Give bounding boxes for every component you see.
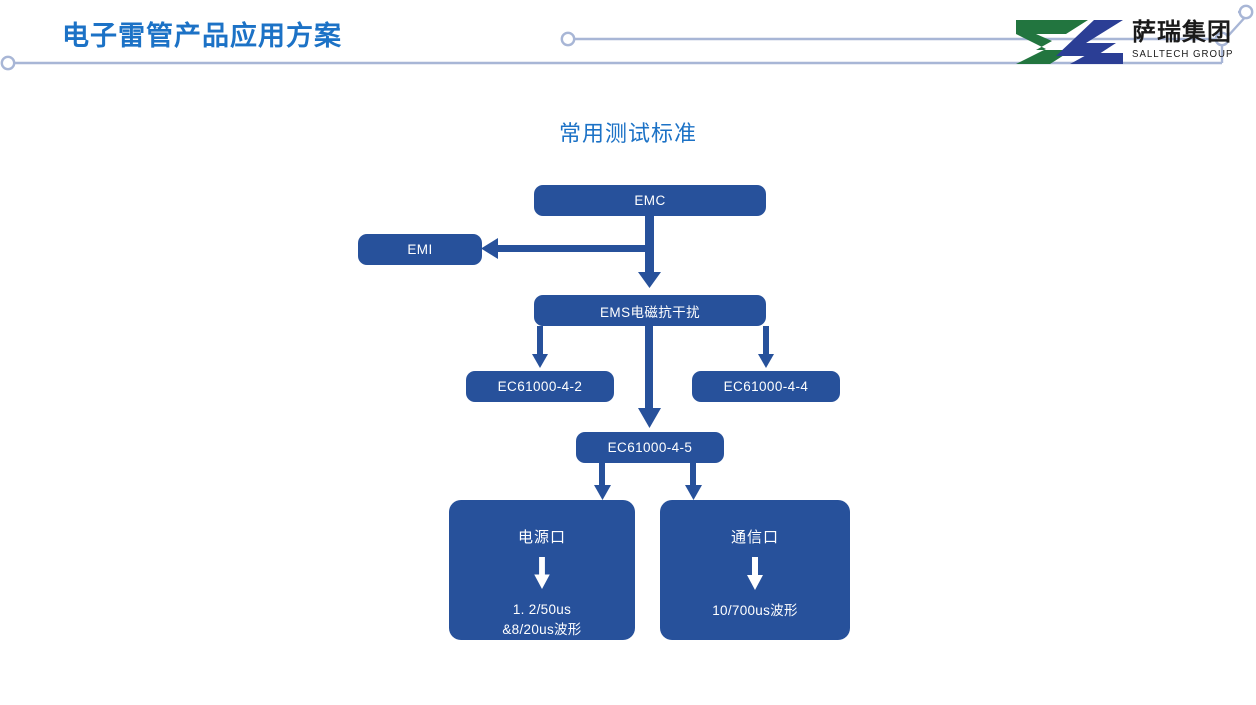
node-comm-port-body: 10/700us波形 <box>712 601 798 621</box>
node-ems-label: EMS电磁抗干扰 <box>600 304 700 320</box>
edge-emc-to-emi <box>481 238 649 259</box>
node-comm-port[interactable]: 通信口 10/700us波形 <box>660 500 850 640</box>
company-logo: 萨瑞集团 SALLTECH GROUP <box>1010 18 1246 68</box>
edge-emc-to-ems <box>638 216 661 288</box>
down-arrow-icon <box>747 557 763 590</box>
node-comm-port-line1: 10/700us波形 <box>712 603 798 618</box>
node-ec61000-4-4[interactable]: EC61000-4-4 <box>692 371 840 402</box>
salltech-logo-mark <box>1016 20 1123 64</box>
deco-circle-elbow <box>1214 31 1230 47</box>
deco-circle-top-right <box>1238 4 1254 20</box>
node-ec61000-4-5[interactable]: EC61000-4-5 <box>576 432 724 463</box>
logo-text-block: 萨瑞集团 SALLTECH GROUP <box>1132 18 1246 66</box>
node-power-port-body: 1. 2/50us &8/20us波形 <box>502 600 581 640</box>
edge-ems-to-ec442 <box>532 326 548 368</box>
logo-name-cn: 萨瑞集团 <box>1132 19 1232 46</box>
node-ec61000-4-2-label: EC61000-4-2 <box>497 379 583 394</box>
node-power-port-line1: 1. 2/50us <box>512 602 572 617</box>
node-emc[interactable]: EMC <box>534 185 766 216</box>
node-ec61000-4-5-label: EC61000-4-5 <box>607 440 693 455</box>
node-emc-label: EMC <box>634 193 666 208</box>
edge-ems-to-ec445 <box>638 326 661 428</box>
node-comm-port-label: 通信口 <box>730 529 779 546</box>
node-ec61000-4-2[interactable]: EC61000-4-2 <box>466 371 614 402</box>
page-header: 电子雷管产品应用方案 萨瑞集团 SALLTECH GROUP <box>0 0 1256 88</box>
node-emi[interactable]: EMI <box>358 234 482 265</box>
logo-name-en: SALLTECH GROUP <box>1132 48 1234 60</box>
deco-circle-left <box>0 55 16 71</box>
node-emi-label: EMI <box>407 242 433 257</box>
down-arrow-icon <box>534 557 550 590</box>
node-ems[interactable]: EMS电磁抗干扰 <box>534 295 766 326</box>
edge-ems-to-ec444 <box>758 326 774 368</box>
slide-title: 常用测试标准 <box>558 121 697 146</box>
deco-circle-middle <box>560 31 576 47</box>
page-title: 电子雷管产品应用方案 <box>62 21 342 51</box>
node-power-port-line2: &8/20us波形 <box>502 622 582 637</box>
node-ec61000-4-4-label: EC61000-4-4 <box>723 379 809 394</box>
edge-ec445-to-power <box>594 463 611 500</box>
node-power-port[interactable]: 电源口 1. 2/50us &8/20us波形 <box>449 500 635 640</box>
edge-ec445-to-comm <box>685 463 702 500</box>
node-power-port-label: 电源口 <box>517 529 566 546</box>
